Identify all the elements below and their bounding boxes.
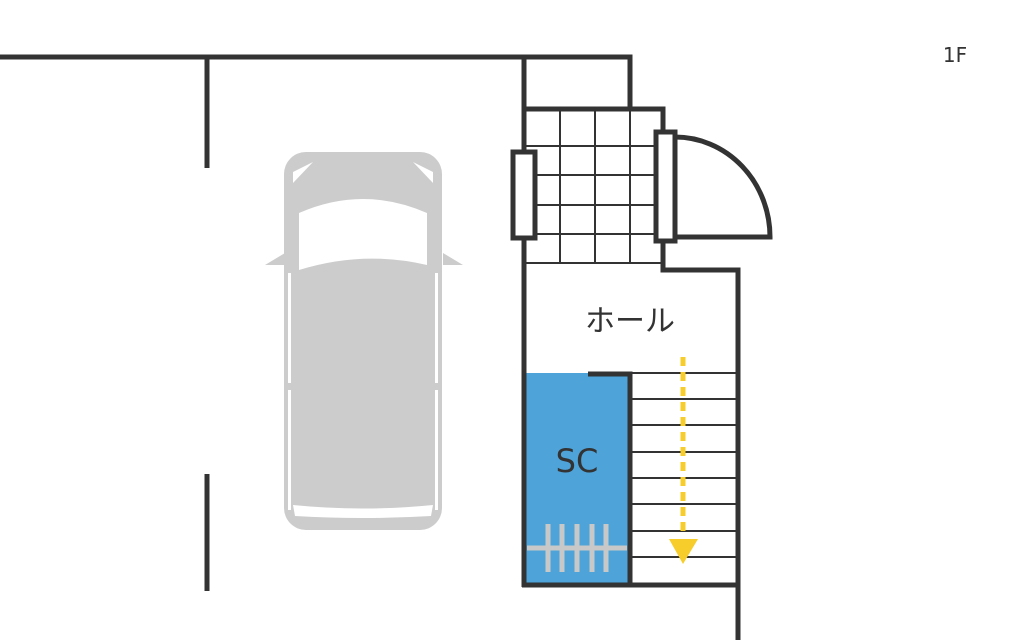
stair-direction-arrow-icon [669,357,698,564]
walls [0,54,741,640]
floor-label: 1F [943,43,967,67]
railing-icon [527,524,627,572]
door-icon [653,129,773,244]
window-icon [510,149,538,241]
room-label-hall: ホール [585,304,675,339]
entrance-tiles [524,109,663,264]
car-icon [265,152,463,530]
room-label-storage: SC [556,442,599,480]
